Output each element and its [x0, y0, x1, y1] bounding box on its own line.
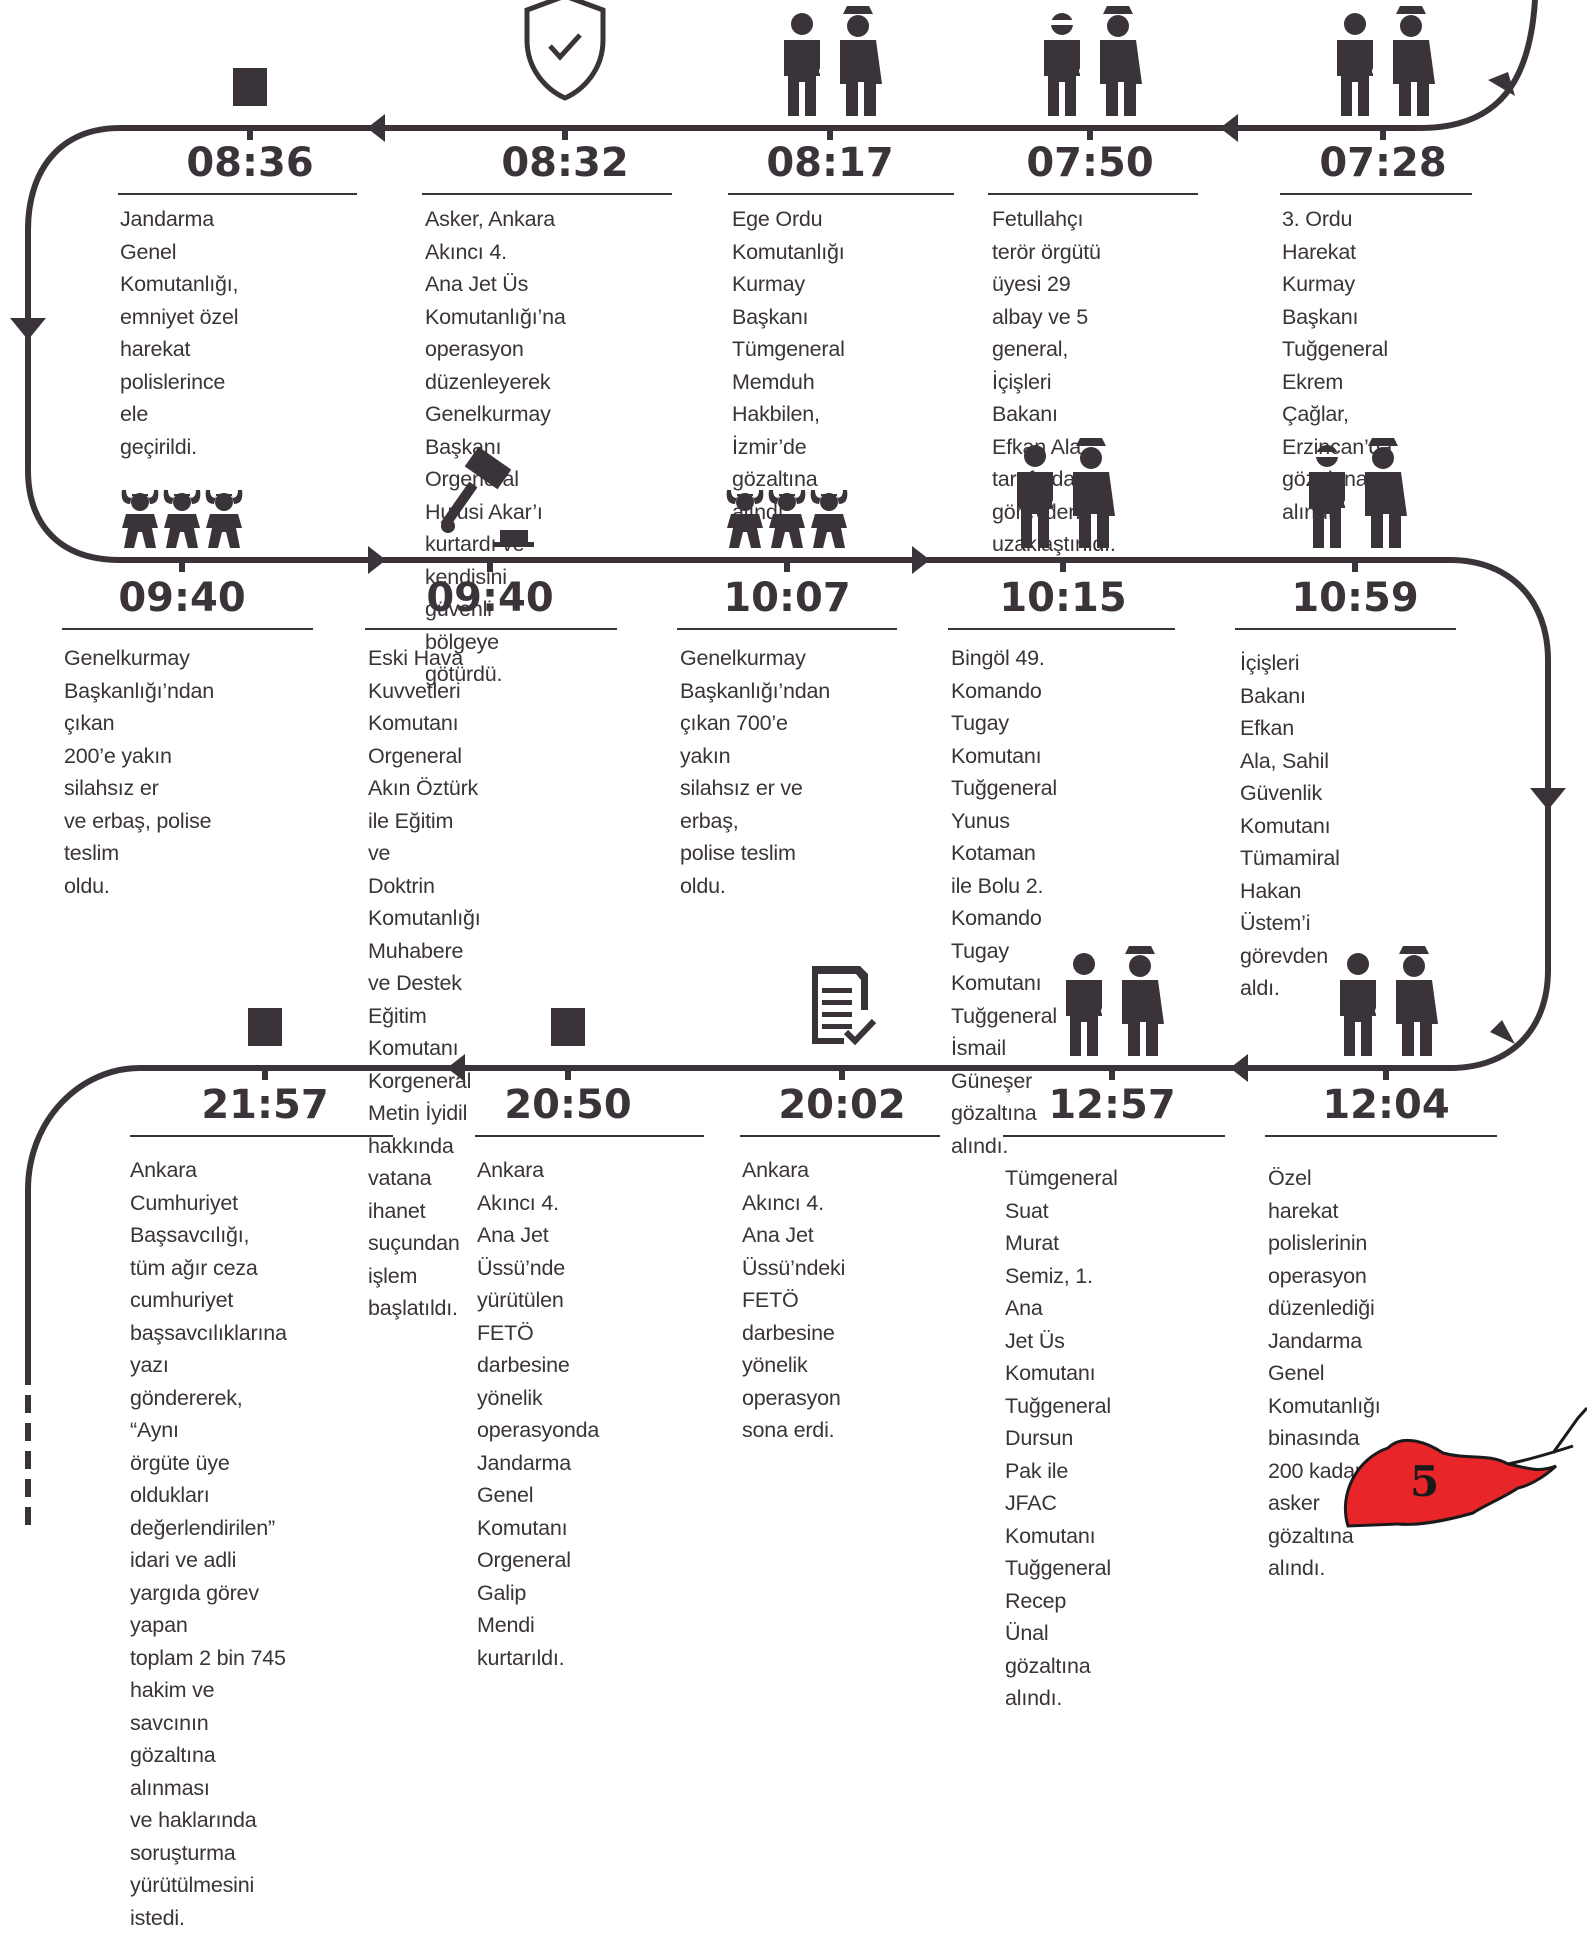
- timeline-tick: [1087, 126, 1093, 140]
- track-line: [25, 0, 1551, 1385]
- event-separator: [948, 628, 1175, 630]
- event-separator: [118, 193, 357, 195]
- event-time: 21:57: [201, 1082, 329, 1128]
- direction-arrow-icon: [1488, 72, 1515, 96]
- timeline-track: [10, 0, 1566, 1528]
- square-icon: [551, 1008, 585, 1046]
- timeline-tick: [487, 558, 493, 572]
- red-swoosh-badge-icon: 5: [1343, 1406, 1587, 1528]
- badge-number: 5: [1410, 1457, 1439, 1506]
- direction-arrow-icon: [1230, 1054, 1248, 1082]
- event-time: 09:40: [118, 575, 246, 621]
- square-icon: [248, 1008, 282, 1046]
- event-time: 10:07: [723, 575, 851, 621]
- event-description: Genelkurmay Başkanlığı’ndan çıkan 700’e …: [680, 646, 830, 898]
- event-separator: [62, 628, 313, 630]
- arrested-person-with-police-icon: [1066, 946, 1164, 1056]
- event-time: 08:32: [501, 140, 629, 186]
- event-time: 10:15: [999, 575, 1127, 621]
- event-description: Genelkurmay Başkanlığı’ndan çıkan 200’e …: [64, 646, 214, 898]
- event-time: 09:40: [426, 575, 554, 621]
- event-separator: [728, 193, 954, 195]
- arrested-person-with-police-icon: [1017, 438, 1115, 548]
- direction-arrow-icon: [1530, 788, 1566, 810]
- event-separator: [475, 1135, 704, 1137]
- surrendering-soldiers-icon: [726, 490, 848, 548]
- event-time: 12:04: [1322, 1082, 1450, 1128]
- timeline-tick: [565, 1066, 571, 1080]
- timeline-tick: [1352, 558, 1358, 572]
- event-description: Ankara Akıncı 4. Ana Jet Üssü’ndeki FETÖ…: [742, 1158, 846, 1442]
- square-icon: [233, 68, 267, 106]
- arrested-person-with-police-icon: [1337, 6, 1435, 116]
- shield-check-icon: [524, 0, 606, 101]
- gavel-icon: [440, 446, 534, 547]
- timeline-tick: [1060, 558, 1066, 572]
- event-separator: [1235, 628, 1456, 630]
- direction-arrow-icon: [367, 114, 385, 142]
- event-description: Fetullahçı terör örgütü üyesi 29 albay v…: [992, 207, 1116, 556]
- event-description: Eski Hava Kuvvetleri Komutanı Orgeneral …: [368, 646, 481, 1320]
- timeline-tick: [247, 126, 253, 140]
- timeline-tick: [1383, 1066, 1389, 1080]
- direction-arrow-icon: [368, 546, 386, 574]
- event-description: Ankara Akıncı 4. Ana Jet Üssü’nde yürütü…: [477, 1158, 600, 1670]
- event-separator: [1003, 1135, 1225, 1137]
- event-time: 20:50: [504, 1082, 632, 1128]
- event-time: 07:28: [1319, 140, 1447, 186]
- timeline-tick: [1380, 126, 1386, 140]
- timeline-tick: [784, 558, 790, 572]
- event-description: Bingöl 49. Komando Tugay Komutanı Tuğgen…: [951, 646, 1057, 1158]
- event-time: 07:50: [1026, 140, 1154, 186]
- event-separator: [365, 628, 617, 630]
- event-time: 08:17: [766, 140, 894, 186]
- direction-arrow-icon: [1220, 114, 1238, 142]
- timeline-tick: [1109, 1066, 1115, 1080]
- timeline-tick: [827, 126, 833, 140]
- direction-arrow-icon: [1490, 1020, 1515, 1044]
- direction-arrow-icon: [447, 1054, 465, 1082]
- direction-arrow-icon: [10, 318, 46, 340]
- event-time: 20:02: [778, 1082, 906, 1128]
- arrested-person-with-police-icon: [784, 6, 882, 116]
- event-separator: [740, 1135, 940, 1137]
- event-time: 10:59: [1291, 575, 1419, 621]
- arrested-person-with-police-icon: [1340, 946, 1438, 1056]
- document-check-icon: [812, 966, 877, 1046]
- page-number-badge: 5: [1328, 1398, 1587, 1528]
- event-separator: [1280, 193, 1472, 195]
- event-description: Asker, Ankara Akıncı 4. Ana Jet Üs Komut…: [425, 207, 566, 686]
- masked-detainee-with-police-icon: [1309, 438, 1407, 548]
- event-separator: [422, 193, 672, 195]
- timeline-tick: [562, 126, 568, 140]
- event-separator: [988, 193, 1198, 195]
- event-description: Ege Ordu Komutanlığı Kurmay Başkanı Tümg…: [732, 207, 845, 524]
- event-time: 12:57: [1048, 1082, 1176, 1128]
- event-description: Tümgeneral Suat Murat Semiz, 1. Ana Jet …: [1005, 1166, 1118, 1710]
- timeline-tick: [839, 1066, 845, 1080]
- event-description: 3. Ordu Harekat Kurmay Başkanı Tuğgenera…: [1282, 207, 1393, 524]
- event-time: 08:36: [186, 140, 314, 186]
- event-description: Jandarma Genel Komutanlığı, emniyet özel…: [120, 207, 239, 459]
- timeline-tick: [262, 1066, 268, 1080]
- event-description: İçişleri Bakanı Efkan Ala, Sahil Güvenli…: [1240, 651, 1340, 1000]
- event-separator: [1265, 1135, 1497, 1137]
- event-separator: [677, 628, 897, 630]
- event-separator: [130, 1135, 393, 1137]
- event-description: Ankara Cumhuriyet Başsavcılığı, tüm ağır…: [130, 1158, 287, 1930]
- direction-arrow-icon: [912, 546, 930, 574]
- masked-detainee-with-police-icon: [1044, 6, 1142, 116]
- surrendering-soldiers-icon: [121, 490, 243, 548]
- timeline-tick: [179, 558, 185, 572]
